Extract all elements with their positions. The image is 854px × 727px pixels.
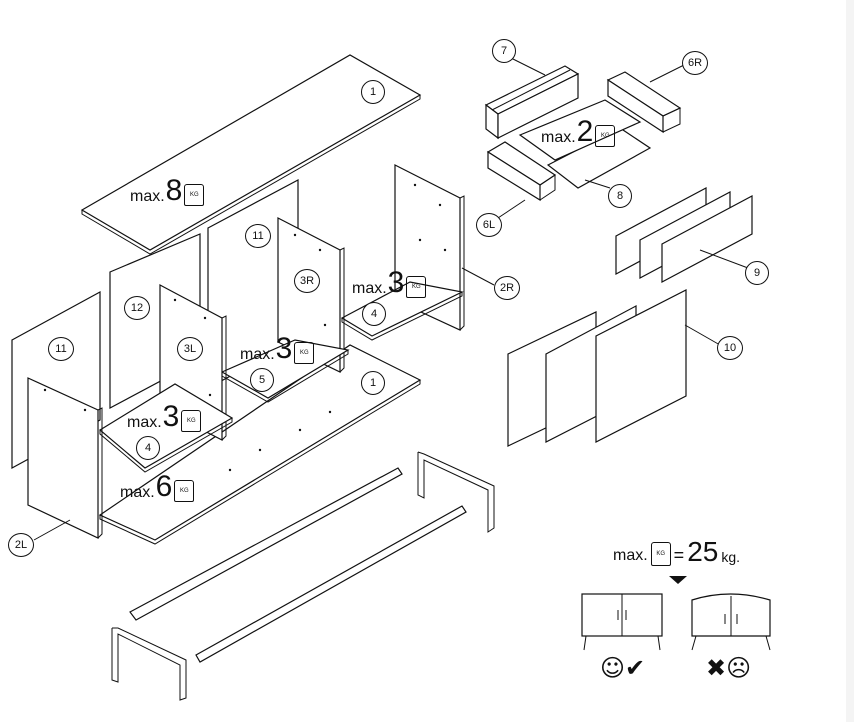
total-load-value: 25 <box>687 536 719 567</box>
weight-prefix: max. <box>120 484 155 501</box>
part-label-back-panel-left: 11 <box>48 337 74 361</box>
part-label-side-right: 2R <box>494 276 520 300</box>
weight-limit-shelf-left: max. 3 KG <box>127 400 202 433</box>
cabinet-incorrect <box>691 593 771 651</box>
shelf-left <box>98 383 234 473</box>
part-label-back-panel-middle: 12 <box>124 296 150 320</box>
part-label-drawer-bottom: 8 <box>608 184 632 208</box>
cabinet-correct <box>581 593 663 651</box>
weight-value: 3 <box>275 332 293 365</box>
weight-limit-top: max. 8 KG <box>130 174 205 207</box>
weight-limit-shelf-middle: max. 3 KG <box>240 332 315 365</box>
side-panel-left <box>27 377 103 539</box>
part-label-divider-left: 3L <box>177 337 203 361</box>
total-load-unit: kg. <box>721 549 741 565</box>
part-label-bottom: 1 <box>361 371 385 395</box>
part-label-drawer-side-right: 6R <box>682 51 708 75</box>
weight-value: 6 <box>155 470 173 503</box>
part-label-shelf-left: 4 <box>136 436 160 460</box>
kg-weight-icon: KG <box>595 125 616 147</box>
part-label-top: 1 <box>361 80 385 104</box>
part-label-doors: 10 <box>717 336 743 360</box>
weight-value: 3 <box>387 266 405 299</box>
part-label-shelf-middle: 5 <box>250 368 274 392</box>
doors <box>507 289 687 447</box>
weight-limit-shelf-right: max. 3 KG <box>352 266 427 299</box>
kg-weight-icon: KG <box>650 542 671 566</box>
part-label-side-left: 2L <box>8 533 34 557</box>
top-panel <box>80 54 422 255</box>
kg-weight-icon: KG <box>406 276 427 298</box>
arrow-down-icon <box>669 576 687 584</box>
drawer-side-left <box>486 141 557 202</box>
weight-prefix: max. <box>127 414 162 431</box>
part-label-divider-right: 3R <box>294 269 320 293</box>
weight-value: 2 <box>576 115 594 148</box>
weight-prefix: max. <box>352 280 387 297</box>
total-load-equals: = <box>673 545 685 565</box>
part-label-drawer-side-left: 6L <box>476 213 502 237</box>
weight-prefix: max. <box>240 346 275 363</box>
part-label-back-panel-right: 11 <box>245 224 271 248</box>
weight-limit-bottom: max. 6 KG <box>120 470 195 503</box>
drawer-fronts <box>615 187 753 283</box>
drawer-back <box>484 65 580 140</box>
total-load: max. KG = 25 kg. <box>613 538 740 566</box>
leader-lines <box>33 57 749 541</box>
kg-weight-icon: KG <box>181 410 202 432</box>
kg-weight-icon: KG <box>184 184 205 206</box>
drawer-side-right <box>606 71 682 134</box>
verdict-correct: ☺✔ <box>600 654 646 682</box>
part-label-drawer-fronts: 9 <box>745 261 769 285</box>
page-edge <box>846 0 854 722</box>
verdict-incorrect: ✖☹ <box>706 654 752 682</box>
weight-limit-drawer: max. 2 KG <box>541 115 616 148</box>
kg-weight-icon: KG <box>294 342 315 364</box>
weight-prefix: max. <box>541 129 576 146</box>
part-label-drawer-back: 7 <box>492 39 516 63</box>
divider-right <box>277 217 345 373</box>
kg-weight-icon: KG <box>174 480 195 502</box>
legs <box>111 451 495 701</box>
total-load-prefix: max. <box>613 547 648 564</box>
weight-value: 3 <box>162 400 180 433</box>
weight-value: 8 <box>165 174 183 207</box>
part-label-shelf-right: 4 <box>362 302 386 326</box>
weight-prefix: max. <box>130 188 165 205</box>
